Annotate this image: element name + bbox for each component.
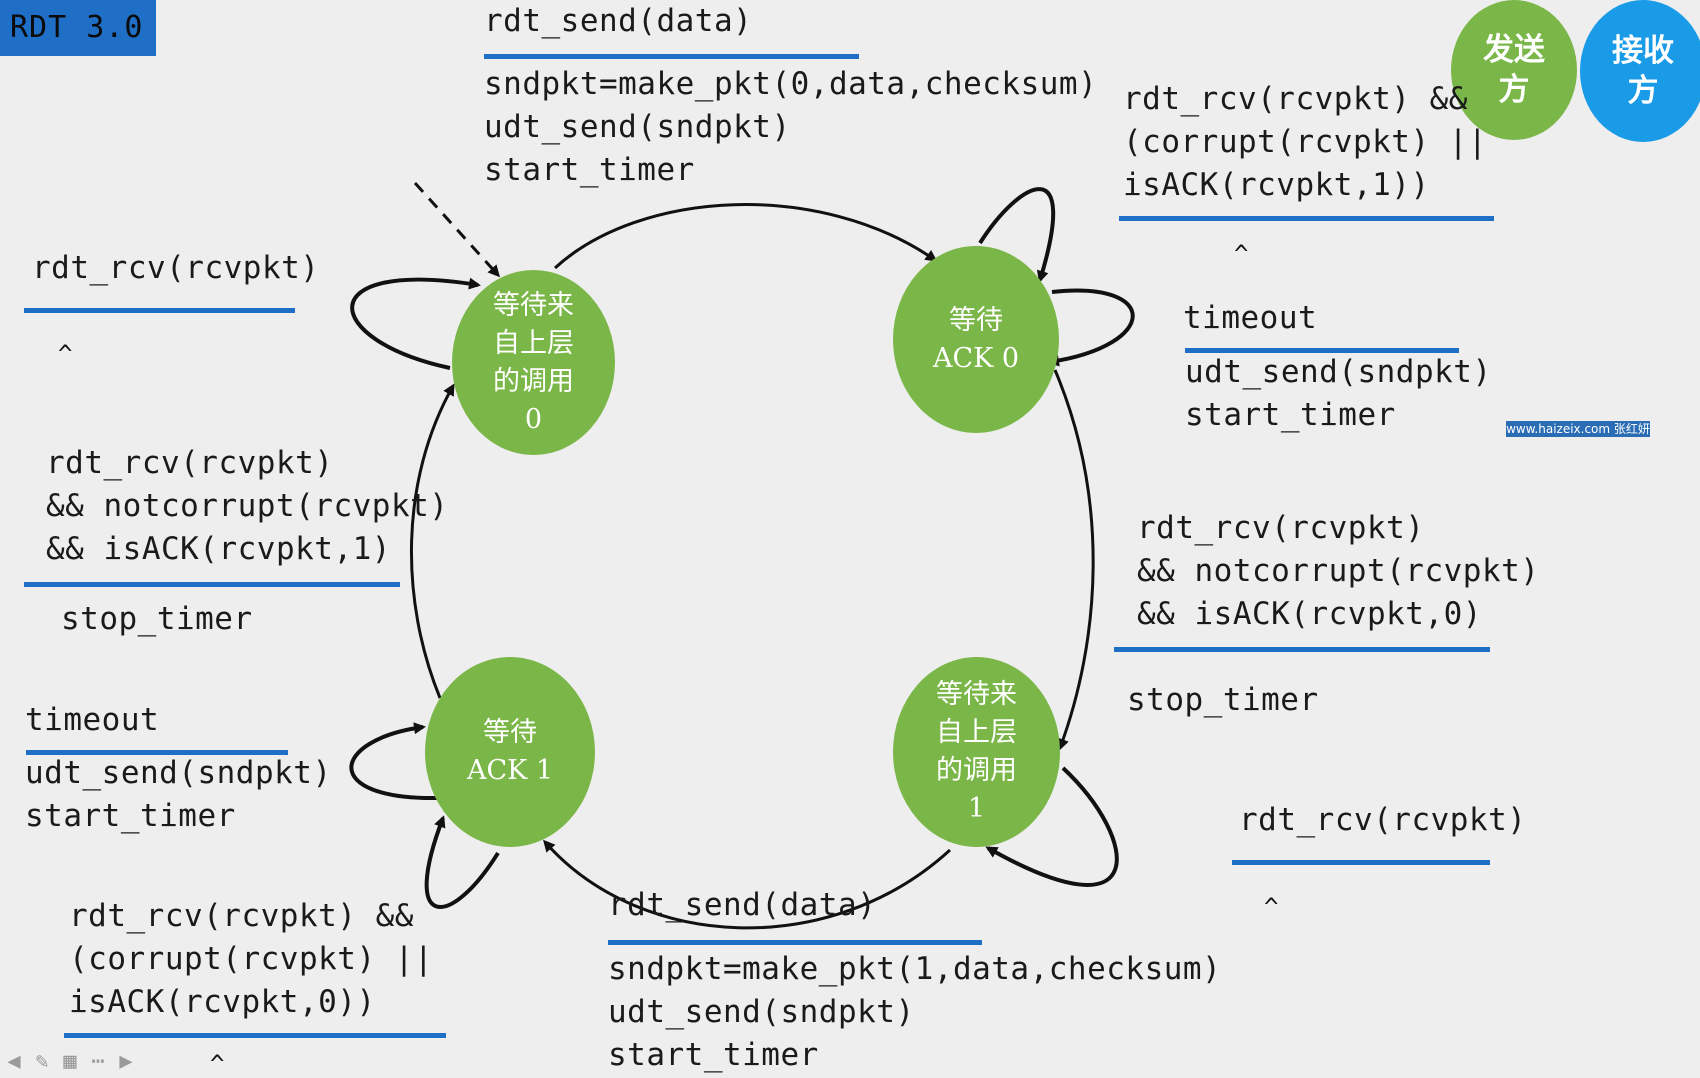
state-line: 等待: [949, 304, 1003, 336]
ack1-corrupt-event: (corrupt(rcvpkt) ||: [69, 941, 434, 977]
ack1-ok-event: rdt_rcv(rcvpkt): [46, 445, 334, 481]
ack0-ok-action: stop_timer: [1127, 682, 1319, 718]
call0-self-rule: [24, 308, 295, 313]
ack1-timeout-event: timeout: [25, 702, 160, 738]
state-wait-call-0: 等待来 自上层 的调用 0: [452, 270, 615, 455]
arrow-right-icon[interactable]: ▶: [119, 1049, 133, 1074]
watermark-label: www.haizeix.com 张红妍: [1506, 421, 1650, 437]
ack0-timeout-rule: [1185, 348, 1459, 353]
state-line: 自上层: [493, 327, 574, 359]
state-line: 等待: [483, 717, 537, 748]
state-wait-call-1: 等待来 自上层 的调用 1: [893, 657, 1060, 847]
role-line: 方: [1627, 73, 1659, 109]
receiver-button[interactable]: 接收 方: [1580, 0, 1700, 142]
ack1-timeout-action: udt_send(sndpkt): [25, 755, 332, 791]
call1-self-rule: [1232, 860, 1490, 865]
send1-event: rdt_send(data): [608, 887, 877, 923]
send0-action: sndpkt=make_pkt(0,data,checksum): [484, 66, 1098, 102]
grid-icon[interactable]: ▦: [63, 1049, 77, 1074]
ack0-corrupt-event: isACK(rcvpkt,1)): [1123, 167, 1430, 203]
initial-arrow: [413, 181, 501, 278]
ack1-corrupt-rule: [64, 1033, 446, 1038]
sender-button[interactable]: 发送 方: [1451, 0, 1577, 140]
ack0-timeout-action: start_timer: [1185, 397, 1396, 433]
ack1-corrupt-event: rdt_rcv(rcvpkt) &&: [69, 898, 414, 934]
ack0-timeout-action: udt_send(sndpkt): [1185, 354, 1492, 390]
call1-self-action: ^: [1264, 893, 1279, 921]
send1-action: udt_send(sndpkt): [608, 994, 915, 1030]
state-line: 1: [967, 793, 986, 824]
call1-self-event: rdt_rcv(rcvpkt): [1239, 802, 1527, 838]
ack1-ok-rule: [24, 582, 400, 587]
loop-ack0-corrupt: [978, 187, 1056, 283]
role-line: 发送: [1483, 32, 1545, 68]
role-line: 接收: [1612, 33, 1674, 69]
call0-self-action: ^: [58, 340, 73, 368]
send1-action: start_timer: [608, 1037, 819, 1073]
pen-icon[interactable]: ✎: [35, 1049, 49, 1074]
send0-action: start_timer: [484, 152, 695, 188]
ack0-timeout-event: timeout: [1183, 300, 1318, 336]
role-line: 方: [1498, 72, 1530, 108]
loop-call1: [985, 766, 1119, 887]
arrow-call0-to-ack0: [553, 203, 938, 270]
send0-action: udt_send(sndpkt): [484, 109, 791, 145]
ack0-corrupt-rule: [1119, 216, 1494, 221]
ack1-corrupt-event: isACK(rcvpkt,0)): [69, 984, 376, 1020]
arrow-call1-to-ack1: [543, 839, 952, 930]
loop-ack1-timeout: [349, 722, 439, 801]
ack0-corrupt-action: ^: [1234, 240, 1249, 268]
ack0-ok-rule: [1114, 647, 1490, 652]
loop-ack0-timeout: [1047, 288, 1135, 367]
arrow-ack1-to-call0: [409, 383, 455, 699]
call0-self-event: rdt_rcv(rcvpkt): [32, 250, 320, 286]
more-icon[interactable]: ⋯: [91, 1049, 105, 1074]
ack1-ok-event: && isACK(rcvpkt,1): [46, 531, 391, 567]
send1-action: sndpkt=make_pkt(1,data,checksum): [608, 951, 1222, 987]
state-line: 等待来: [936, 679, 1017, 710]
send0-event: rdt_send(data): [484, 3, 753, 39]
state-wait-ack-1: 等待 ACK 1: [425, 657, 595, 847]
ack0-ok-event: && isACK(rcvpkt,0): [1137, 596, 1482, 632]
ack1-ok-action: stop_timer: [61, 601, 253, 637]
arrow-ack0-to-call1: [1053, 369, 1095, 751]
send0-rule: [484, 54, 859, 59]
ack0-corrupt-event: rdt_rcv(rcvpkt) &&: [1123, 81, 1468, 117]
loop-call0: [350, 277, 481, 370]
state-line: 等待来: [493, 289, 574, 321]
state-line: 的调用: [936, 755, 1017, 786]
ack1-ok-event: && notcorrupt(rcvpkt): [46, 488, 449, 524]
ack1-corrupt-action: ^: [210, 1050, 225, 1078]
send1-rule: [608, 940, 982, 945]
state-line: ACK 0: [932, 342, 1020, 374]
state-line: 0: [524, 403, 543, 435]
loop-ack1-corrupt: [424, 815, 500, 909]
state-line: ACK 1: [466, 755, 554, 786]
ack1-timeout-rule: [26, 750, 288, 755]
slide-title: RDT 3.0: [0, 0, 156, 56]
state-line: 自上层: [936, 717, 1017, 748]
ack0-corrupt-event: (corrupt(rcvpkt) ||: [1123, 124, 1488, 160]
slide-toolbar: ◀ ✎ ▦ ⋯ ▶: [2, 1050, 138, 1076]
arrow-left-icon[interactable]: ◀: [7, 1049, 21, 1074]
ack0-ok-event: && notcorrupt(rcvpkt): [1137, 553, 1540, 589]
state-line: 的调用: [493, 365, 574, 397]
ack1-timeout-action: start_timer: [25, 798, 236, 834]
ack0-ok-event: rdt_rcv(rcvpkt): [1137, 510, 1425, 546]
state-wait-ack-0: 等待 ACK 0: [893, 246, 1059, 433]
